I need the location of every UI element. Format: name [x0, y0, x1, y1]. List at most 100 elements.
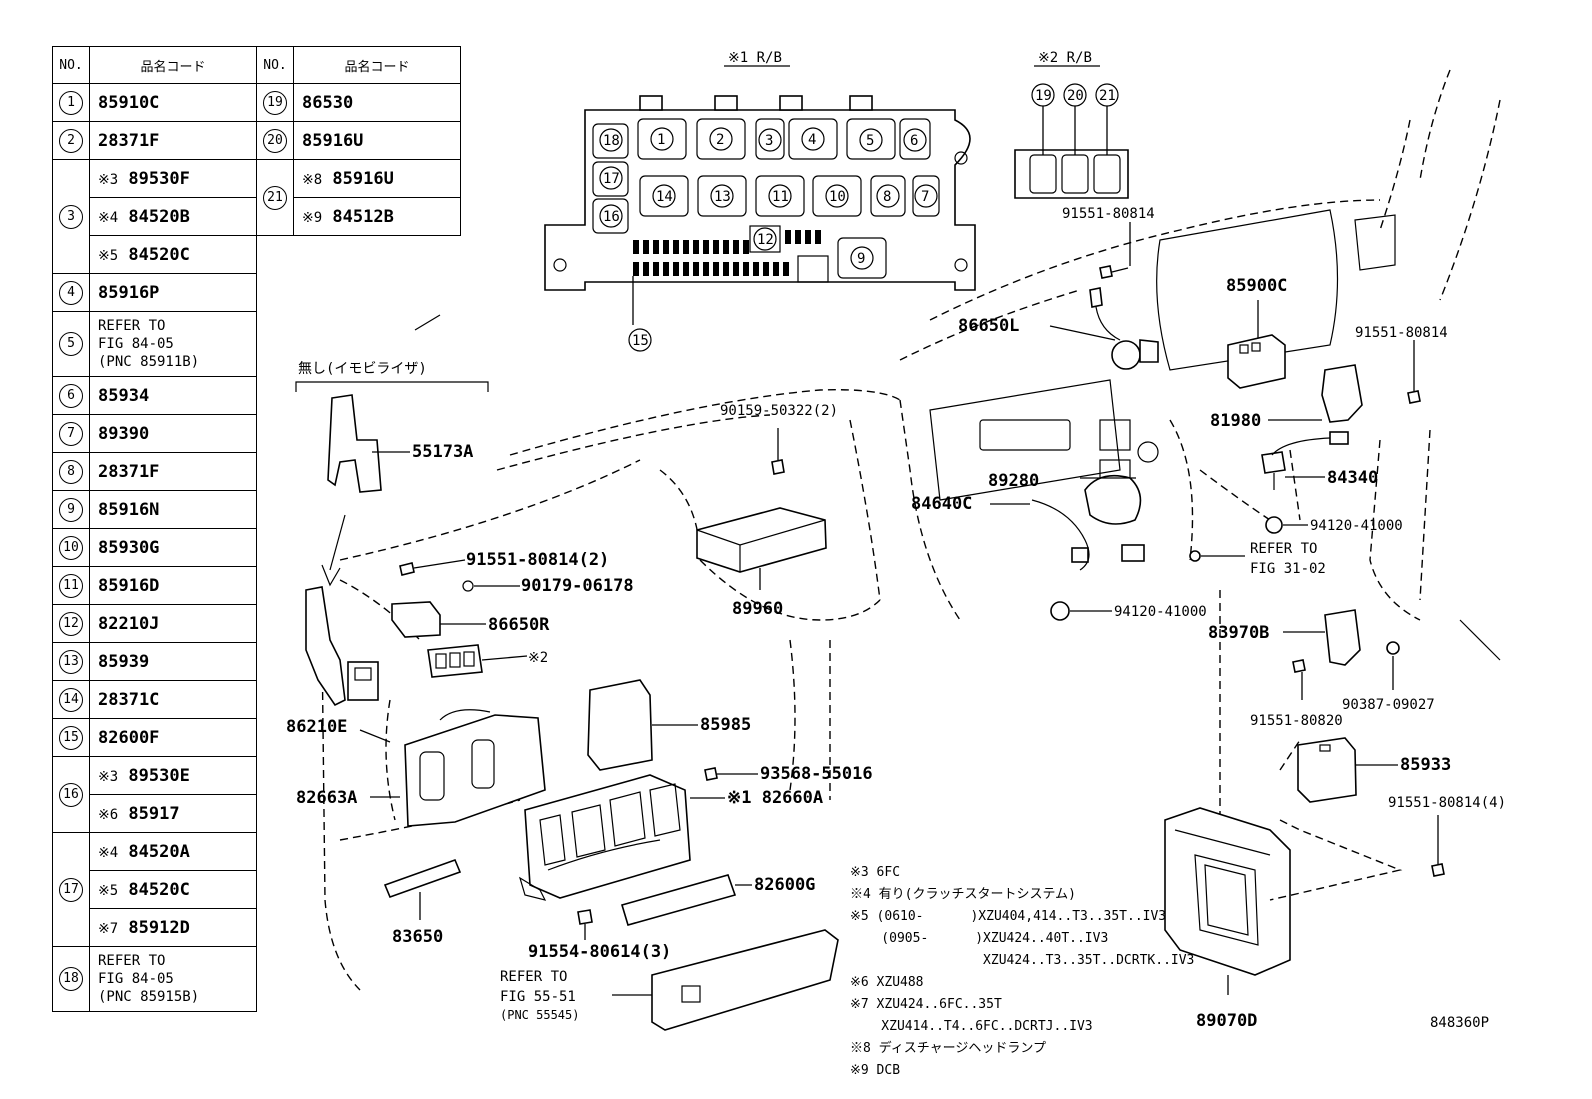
note-line: ※6 XZU488 [850, 975, 924, 990]
table-row-no: 13 [52, 642, 90, 681]
table-row-code: 85916P [89, 273, 257, 312]
part-86650l: 86650L [958, 316, 1019, 336]
note-line: ※7 XZU424..6FC..35T [850, 997, 1002, 1012]
svg-text:8: 8 [883, 189, 891, 205]
svg-text:14: 14 [656, 189, 673, 205]
part-85933: 85933 [1400, 755, 1451, 775]
table-row-code: ※5 84520C [89, 870, 257, 909]
part-91551-80814-a: 91551-80814 [1062, 206, 1155, 222]
part-90179-06178: 90179-06178 [521, 576, 634, 596]
svg-text:11: 11 [772, 189, 789, 205]
switch-84340 [1261, 451, 1286, 474]
relay-85900c [1227, 334, 1286, 389]
part-84640c: 84640C [911, 494, 972, 514]
ecu-89070d [1164, 807, 1291, 976]
part-91551-80820: 91551-80820 [1250, 713, 1343, 729]
table-row-code: ※7 85912D [89, 908, 257, 947]
part-82600g: 82600G [754, 875, 815, 895]
part-86210e: 86210E [286, 717, 347, 737]
table-row-code: ※4 84520B [89, 197, 257, 236]
table-row-code: 85916U [293, 121, 461, 160]
fuse-puller-83650 [383, 858, 462, 899]
bracket-55173a [327, 394, 382, 493]
svg-text:1: 1 [657, 132, 665, 148]
note-line: ※4 有り(クラッチスタートシステム) [850, 887, 1076, 902]
table-row-no: 10 [52, 528, 90, 567]
immobilizer-label: 無し(イモビライザ) [298, 361, 427, 377]
table-row-code: ※8 85916U [293, 159, 461, 198]
relay-85933 [1297, 737, 1357, 803]
part-84340: 84340 [1327, 468, 1378, 488]
relay-86650r [391, 601, 441, 638]
table-row-code: ※9 84512B [293, 197, 461, 236]
part-90159-50322-2: 90159-50322(2) [720, 403, 838, 419]
part-83650: 83650 [392, 927, 443, 947]
relay-85985 [587, 679, 653, 771]
table-row-code: 28371F [89, 452, 257, 491]
svg-text:19: 19 [1035, 88, 1052, 104]
table-row-no: 19 [256, 83, 294, 122]
part-55173a: 55173A [412, 442, 473, 462]
cover-82663a [404, 714, 546, 827]
table-row-code: ※3 89530F [89, 159, 257, 198]
relay-block-2: ※2 R/B 19 20 21 [1014, 50, 1129, 199]
svg-text:18: 18 [603, 133, 620, 149]
svg-text:7: 7 [921, 189, 929, 205]
part-91551-80814-2: 91551-80814(2) [466, 550, 609, 570]
note-line: (0905- )XZU424..40T..IV3 [850, 931, 1108, 946]
svg-text:16: 16 [603, 209, 620, 225]
svg-text:10: 10 [829, 189, 846, 205]
table-row-no: 18 [52, 946, 90, 1012]
relay-block-1: ※1 R/B [544, 50, 976, 325]
table-row-no: 5 [52, 311, 90, 377]
svg-text:5: 5 [866, 133, 874, 149]
table-row-code: 82210J [89, 604, 257, 643]
note-line: ※3 6FC [850, 865, 900, 880]
table-row-code: 85939 [89, 642, 257, 681]
table-header-code-2: 品名コード [293, 46, 461, 84]
table-row-no: 7 [52, 414, 90, 453]
table-header-no: NO. [52, 46, 90, 84]
note-line: XZU424..T3..35T..DCRTK..IV3 [850, 953, 1194, 968]
part-82663a: 82663A [296, 788, 357, 808]
table-row-no: 20 [256, 121, 294, 160]
svg-text:6: 6 [910, 133, 918, 149]
part-89070d: 89070D [1196, 1011, 1257, 1031]
svg-text:15: 15 [632, 333, 649, 349]
svg-text:3: 3 [765, 133, 773, 149]
rb2-title: ※2 R/B [1038, 50, 1092, 66]
part-83970b: 83970B [1208, 623, 1269, 643]
table-row-ref: REFER TO FIG 84-05 (PNC 85911B) [89, 311, 257, 377]
footnotes: ※3 6FC ※4 有り(クラッチスタートシステム) ※5 (0610- )XZ… [850, 865, 1194, 1078]
rb1-title: ※1 R/B [728, 50, 782, 66]
part-85900c: 85900C [1226, 276, 1287, 296]
relay-block-2-part [427, 644, 483, 678]
fuse-label-82600g [621, 874, 737, 926]
bracket-81980 [1321, 364, 1363, 423]
rb1-slot-numbers: 18 1 2 3 4 5 6 17 16 14 13 11 10 8 7 12 … [599, 127, 938, 352]
svg-text:21: 21 [1099, 88, 1116, 104]
table-header-code: 品名コード [89, 46, 257, 84]
table-row-code: ※6 85917 [89, 794, 257, 833]
part-89960: 89960 [732, 599, 783, 619]
figure-number: 848360P [1430, 1015, 1489, 1031]
svg-text:9: 9 [857, 251, 865, 267]
table-row-code: 86530 [293, 83, 461, 122]
svg-text:20: 20 [1067, 88, 1084, 104]
cover-panel-55545 [651, 929, 839, 1031]
part-93568-55016: 93568-55016 [760, 764, 873, 784]
part-refer-55-51: REFER TO FIG 55-51 (PNC 55545) [500, 969, 584, 1022]
part-82660a: ※1 82660A [727, 788, 823, 808]
part-91551-80814-b: 91551-80814 [1355, 325, 1448, 341]
table-row-no: 6 [52, 376, 90, 415]
table-row-no: 17 [52, 832, 90, 947]
note-line: ※9 DCB [850, 1063, 900, 1078]
table-row-code: ※4 84520A [89, 832, 257, 871]
part-rb2-mark: ※2 [528, 650, 548, 666]
svg-text:17: 17 [603, 171, 620, 187]
part-86650r: 86650R [488, 615, 550, 635]
part-94120-41000-b: 94120-41000 [1114, 604, 1207, 620]
table-row-no: 3 [52, 159, 90, 274]
part-81980: 81980 [1210, 411, 1261, 431]
